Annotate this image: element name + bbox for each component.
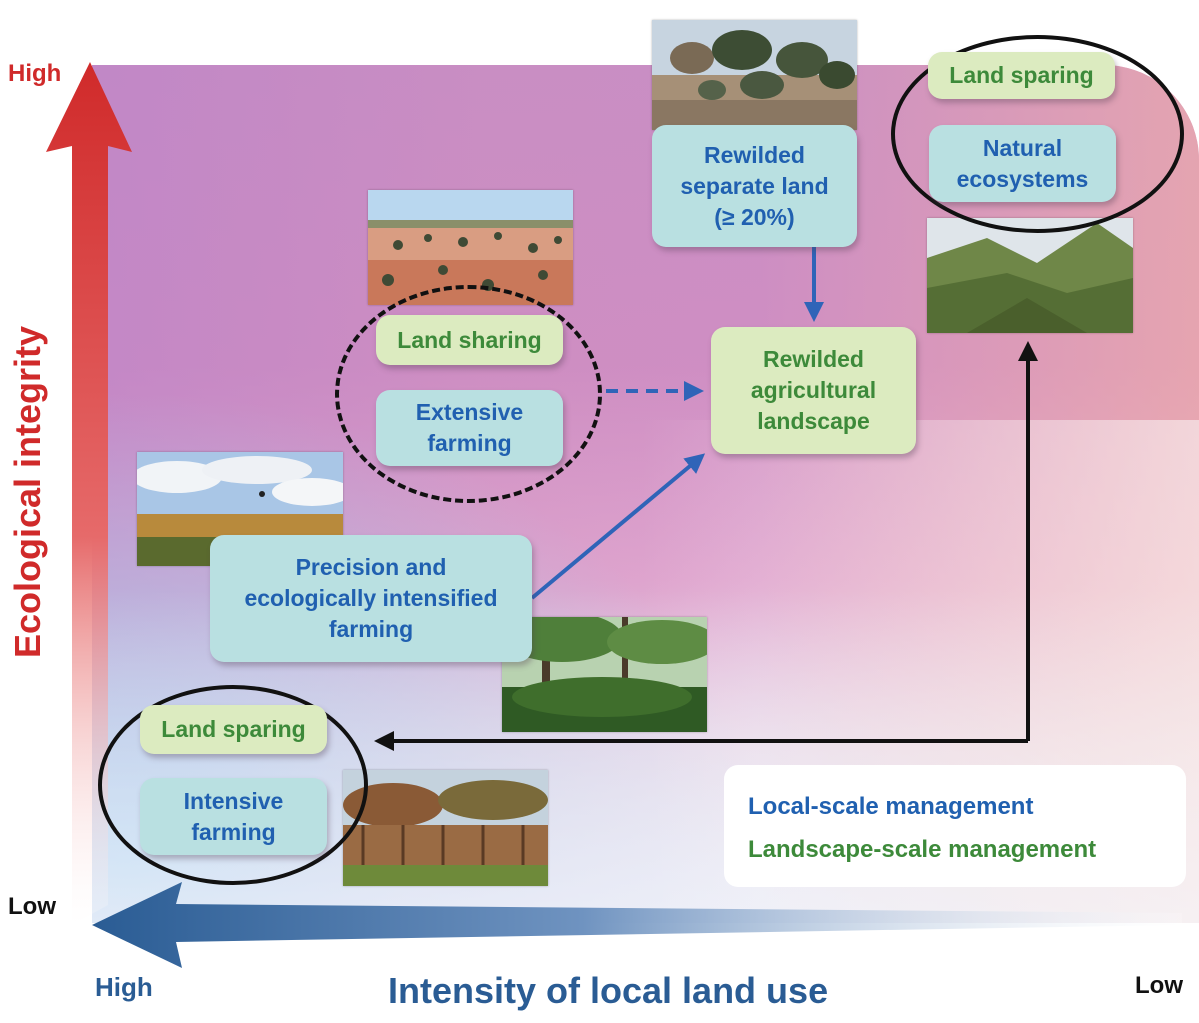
box-precision-farming: Precision and ecologically intensified f… <box>210 535 532 662</box>
box-rewilded-agricultural-landscape: Rewilded agricultural landscape <box>711 327 916 454</box>
ellipse-land-sharing <box>335 285 602 503</box>
ellipse-land-sparing-bottom <box>98 685 368 885</box>
box-natural-ecosystems: Natural ecosystems <box>929 125 1116 202</box>
y-axis-arrow <box>46 62 132 925</box>
x-axis-low-label: Low <box>1135 972 1183 999</box>
photo-mountain-valley <box>927 218 1133 333</box>
arrow-precision-to-agricultural <box>530 453 706 600</box>
box-land-sparing-top: Land sparing <box>928 52 1115 99</box>
x-axis-high-label: High <box>95 972 153 1002</box>
x-axis-arrow <box>92 882 1182 968</box>
photo-vineyard <box>343 770 548 886</box>
y-axis-title: Ecological integrity <box>7 325 48 659</box>
legend: Local-scale management Landscape-scale m… <box>724 765 1186 887</box>
legend-local: Local-scale management <box>748 793 1034 820</box>
y-axis-high-label: High <box>8 60 62 87</box>
box-rewilded-separate-land: Rewilded separate land (≥ 20%) <box>652 125 857 247</box>
box-intensive-farming: Intensive farming <box>140 778 327 855</box>
ellipse-land-sparing-top <box>891 35 1184 233</box>
photo-agroforestry <box>502 617 707 732</box>
legend-landscape: Landscape-scale management <box>748 836 1097 863</box>
y-axis-low-label: Low <box>8 893 56 920</box>
x-axis-title: Intensity of local land use <box>388 970 829 1011</box>
box-extensive-farming: Extensive farming <box>376 390 563 466</box>
box-land-sharing: Land sharing <box>376 315 563 365</box>
box-land-sparing-bottom: Land sparing <box>140 705 327 754</box>
